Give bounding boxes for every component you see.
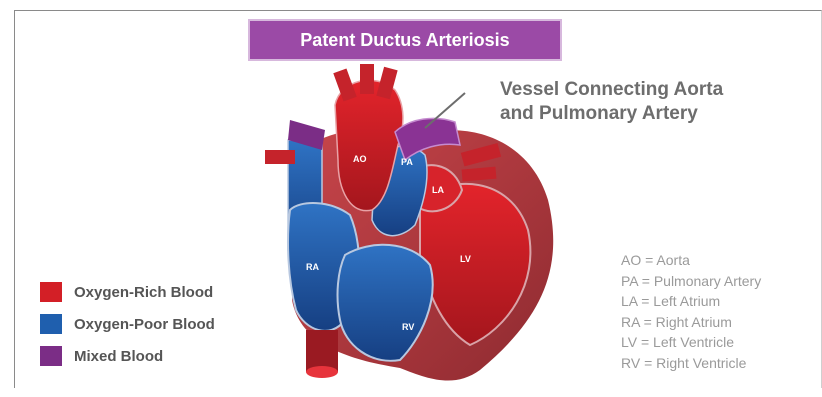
color-legend: Oxygen-Rich Blood Oxygen-Poor Blood Mixe… [40, 276, 215, 372]
legend-swatch-oxygen-poor [40, 314, 62, 334]
legend-swatch-oxygen-rich [40, 282, 62, 302]
callout-line-1: Vessel Connecting Aorta [500, 78, 723, 102]
abbreviation-key: AO = Aorta PA = Pulmonary Artery LA = Le… [621, 250, 761, 373]
abbreviation-rv: RV = Right Ventricle [621, 353, 761, 374]
inferior-vena-cava-opening [306, 366, 338, 378]
region-label-pa: PA [401, 157, 413, 167]
legend-item-oxygen-rich: Oxygen-Rich Blood [40, 276, 215, 308]
region-label-ao: AO [353, 154, 367, 164]
abbreviation-ao: AO = Aorta [621, 250, 761, 271]
abbreviation-lv: LV = Left Ventricle [621, 332, 761, 353]
ductus-callout: Vessel Connecting Aorta and Pulmonary Ar… [500, 78, 723, 126]
legend-label: Oxygen-Poor Blood [74, 316, 215, 333]
abbreviation-ra: RA = Right Atrium [621, 312, 761, 333]
region-label-lv: LV [460, 254, 471, 264]
legend-swatch-mixed [40, 346, 62, 366]
region-label-rv: RV [402, 322, 414, 332]
abbreviation-la: LA = Left Atrium [621, 291, 761, 312]
left-vessel-stub [265, 150, 295, 164]
callout-line-2: and Pulmonary Artery [500, 102, 723, 126]
inferior-vena-cava [306, 330, 338, 372]
legend-label: Mixed Blood [74, 348, 163, 365]
legend-label: Oxygen-Rich Blood [74, 284, 213, 301]
region-label-la: LA [432, 185, 444, 195]
abbreviation-pa: PA = Pulmonary Artery [621, 271, 761, 292]
aortic-branch-2 [360, 64, 374, 94]
legend-item-mixed: Mixed Blood [40, 340, 215, 372]
legend-item-oxygen-poor: Oxygen-Poor Blood [40, 308, 215, 340]
region-label-ra: RA [306, 262, 319, 272]
